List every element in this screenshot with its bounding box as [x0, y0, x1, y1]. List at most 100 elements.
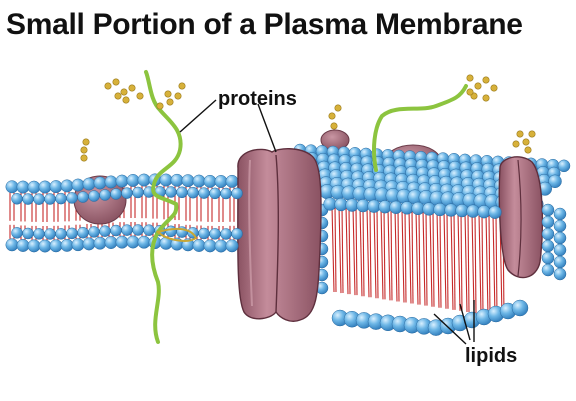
sugar-bead: [120, 88, 128, 96]
phospholipid-head: [231, 228, 243, 240]
phospholipid-head: [137, 173, 151, 187]
phospholipid-head: [55, 228, 67, 240]
phospholipid-head: [77, 226, 89, 239]
sugar-bead: [80, 146, 88, 154]
glycoprotein-chain-right: [372, 84, 468, 172]
phospholipid-head: [170, 173, 184, 187]
phospholipid-head: [104, 236, 118, 249]
sugar-bead: [522, 138, 530, 146]
phospholipid-head: [110, 188, 122, 200]
sugar-bead: [80, 154, 88, 162]
phospholipid-head: [203, 239, 217, 253]
protein-leader-lines: [179, 99, 277, 153]
sugar-bead: [466, 88, 474, 96]
phospholipid-head: [231, 187, 243, 200]
phospholipid-head: [5, 238, 19, 252]
phospholipid-head: [214, 239, 228, 253]
phospholipid-head: [511, 299, 529, 317]
phospholipid-head: [60, 238, 74, 252]
phospholipid-head: [88, 190, 100, 202]
phospholipid-head: [225, 174, 239, 188]
phospholipid-head: [93, 176, 107, 190]
lipid-leader-lines: [433, 300, 475, 345]
sugar-bead: [512, 140, 520, 148]
phospholipid-head: [27, 180, 41, 194]
phospholipid-head: [126, 235, 140, 249]
phospholipid-head: [33, 228, 45, 240]
phospholipid-head: [27, 239, 41, 253]
phospholipid-head: [82, 177, 96, 191]
sugar-bead: [334, 104, 342, 112]
phospholipid-head: [16, 180, 30, 194]
channel-protein: [237, 148, 322, 322]
phospholipid-head: [198, 227, 210, 240]
phospholipid-head: [198, 187, 210, 199]
phospholipid-head: [93, 236, 107, 250]
phospholipid-head: [553, 267, 567, 281]
phospholipid-head: [121, 187, 133, 199]
phospholipid-head: [5, 180, 19, 194]
phospholipid-head: [192, 239, 206, 252]
phospholipid-head: [225, 239, 239, 253]
phospholipid-head: [110, 224, 122, 237]
phospholipid-head: [38, 180, 52, 194]
phospholipid-head: [44, 193, 56, 205]
phospholipid-head: [553, 207, 567, 221]
phospholipid-head: [553, 255, 567, 269]
phospholipid-head: [143, 224, 155, 236]
sugar-bead: [490, 84, 498, 92]
phospholipid-head: [33, 193, 45, 205]
lipid-tails: [9, 185, 505, 318]
phospholipid-head: [44, 228, 56, 240]
phospholipid-head: [22, 227, 34, 240]
sugar-bead: [122, 96, 130, 104]
sugar-bead: [166, 98, 174, 106]
phospholipid-head: [187, 186, 199, 199]
phospholipid-head: [71, 238, 85, 252]
sugar-bead: [174, 92, 182, 100]
sugar-bead: [104, 82, 112, 90]
phospholipid-head: [541, 215, 555, 229]
phospholipid-head: [192, 174, 206, 188]
diagram-title: Small Portion of a Plasma Membrane: [6, 8, 523, 41]
sugar-bead: [482, 94, 490, 102]
phospholipid-head: [209, 228, 221, 240]
phospholipid-head: [220, 228, 232, 240]
phospholipid-head: [557, 159, 571, 173]
phospholipid-head: [203, 174, 217, 188]
phospholipid-head: [159, 173, 173, 187]
sugar-bead: [516, 130, 524, 138]
phospholipid-head: [541, 203, 555, 217]
phospholipid-head: [176, 186, 188, 199]
sugar-bead: [156, 102, 164, 110]
cut-face-phospholipid-heads: [5, 186, 567, 336]
phospholipid-head: [553, 219, 567, 233]
phospholipid-head: [99, 225, 111, 237]
sugar-bead: [474, 82, 482, 90]
transmembrane-protein-right: [498, 156, 544, 279]
phospholipid-head: [66, 192, 78, 204]
phospholipid-head: [11, 193, 23, 205]
phospholipid-head: [82, 237, 96, 251]
sugar-bead: [328, 112, 336, 120]
proteins-label: proteins: [218, 88, 297, 110]
sugar-bead: [466, 74, 474, 82]
phospholipid-head: [181, 174, 195, 188]
glycoprotein-chain-left: [144, 70, 198, 344]
phospholipid-head: [165, 186, 177, 198]
sugar-bead: [136, 92, 144, 100]
phospholipid-head: [137, 235, 151, 249]
phospholipid-head: [104, 175, 118, 189]
sugar-bead: [128, 84, 136, 92]
phospholipid-head: [121, 224, 133, 236]
phospholipid-head: [126, 173, 140, 187]
phospholipid-head: [214, 175, 228, 188]
phospholipid-head: [541, 227, 555, 241]
phospholipid-head: [548, 174, 562, 189]
lipids-label: lipids: [465, 345, 518, 367]
phospholipid-head: [11, 227, 23, 239]
sugar-bead: [114, 92, 122, 100]
phospholipid-head: [165, 225, 177, 238]
